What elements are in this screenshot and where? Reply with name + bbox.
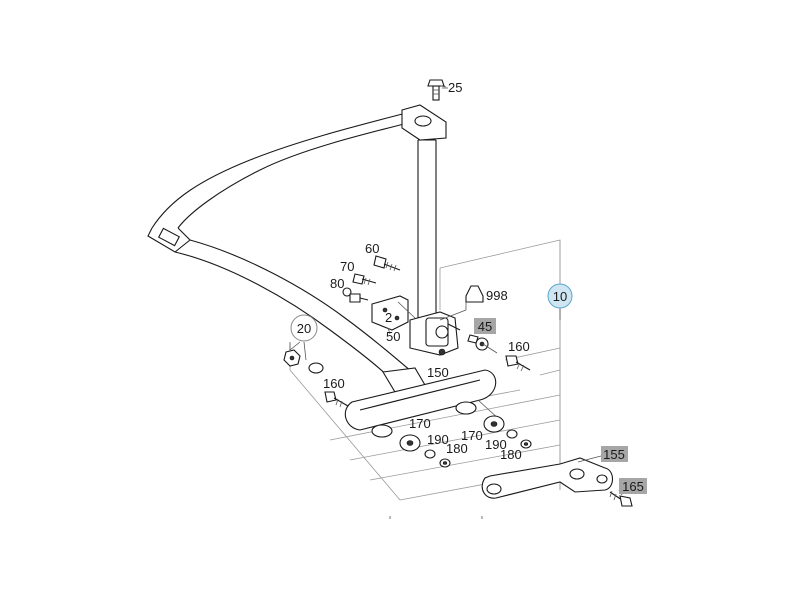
bracket-155 [481, 457, 614, 499]
nut-20-icon [283, 349, 301, 367]
label-160-left[interactable]: 160 [323, 376, 345, 391]
callout-20[interactable]: 20 [290, 314, 318, 342]
label-180-left[interactable]: 180 [446, 441, 468, 456]
bolt-70-icon [352, 273, 377, 286]
callout-165[interactable]: 165 [619, 478, 647, 494]
upper-belt-guide [401, 104, 447, 141]
label-20: 20 [297, 321, 311, 336]
bolt-45-icon [467, 334, 489, 351]
label-170-right[interactable]: 170 [461, 428, 483, 443]
nut-180-left-icon [439, 458, 451, 468]
washer-190-right-icon [506, 429, 518, 439]
label-80[interactable]: 80 [330, 276, 344, 291]
belt-column [417, 139, 437, 320]
label-25[interactable]: 25 [448, 80, 462, 95]
washer-170-right-icon [483, 415, 505, 433]
label-155: 155 [603, 447, 625, 462]
label-150[interactable]: 150 [427, 365, 449, 380]
svg-text:2: 2 [385, 310, 392, 325]
label-50[interactable]: 50 [386, 329, 400, 344]
leader-lines [289, 85, 623, 496]
belt-retractor [409, 311, 461, 356]
bolt-60-icon [373, 255, 401, 272]
anchor-rail-150 [344, 369, 501, 438]
label-190-right[interactable]: 190 [485, 437, 507, 452]
label-180-right[interactable]: 180 [500, 447, 522, 462]
callout-10[interactable]: 10 [547, 283, 573, 309]
bolt-80-icon [342, 287, 369, 303]
bolt-25-icon [427, 79, 448, 101]
connector-998-icon [439, 285, 484, 321]
belt-strap [147, 111, 426, 393]
callout-45[interactable]: 45 [474, 318, 496, 334]
bolt-165-icon [609, 490, 633, 507]
callout-155[interactable]: 155 [601, 446, 628, 462]
label-70[interactable]: 70 [340, 259, 354, 274]
label-165: 165 [622, 479, 644, 494]
label-60[interactable]: 60 [365, 241, 379, 256]
washer-190-left-icon [424, 449, 436, 459]
nut-180-right-icon [520, 439, 532, 449]
label-170-left[interactable]: 170 [409, 416, 431, 431]
label-190-left[interactable]: 190 [427, 432, 449, 447]
label-45: 45 [478, 319, 492, 334]
washer-170-left-icon [399, 434, 421, 452]
bolt-160-right-icon [505, 355, 531, 372]
cap-20-icon [308, 362, 324, 374]
label-160-right[interactable]: 160 [508, 339, 530, 354]
bracket-50-icon: 2 [371, 295, 409, 335]
bolt-160-left-icon [324, 391, 349, 408]
label-10: 10 [553, 289, 567, 304]
label-998[interactable]: 998 [486, 288, 508, 303]
